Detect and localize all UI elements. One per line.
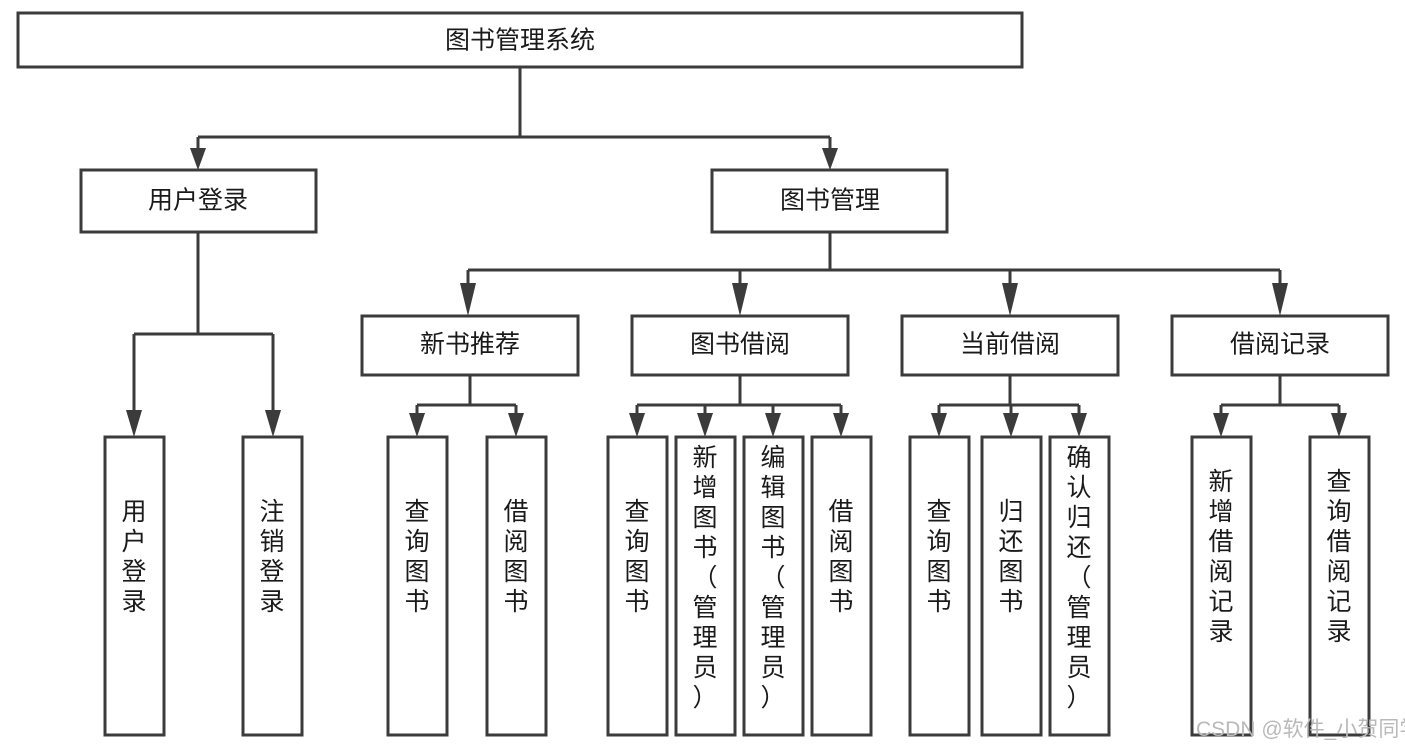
- node-leaf-query-record[interactable]: 查询借阅记录: [1308, 435, 1371, 737]
- node-leaf-user-login-box[interactable]: [103, 435, 166, 737]
- arrow-to-leaf-user-login: [126, 410, 142, 437]
- node-leaf-query-record-label: 查询借阅记录: [1326, 468, 1351, 646]
- node-leaf-query-book-cur-label: 查询图书: [926, 498, 951, 616]
- node-leaf-return-book[interactable]: 归还图书: [980, 435, 1043, 737]
- arrow-to-leaf-query-record: [1331, 413, 1347, 437]
- node-user-login-label: 用户登录: [148, 187, 248, 215]
- arrow-to-borrow-record: [1272, 283, 1288, 316]
- node-book-borrow[interactable]: 图书借阅: [630, 314, 850, 377]
- node-leaf-query-book-cur[interactable]: 查询图书: [908, 435, 971, 737]
- node-leaf-query-book-cur-box[interactable]: [908, 435, 971, 737]
- node-leaf-add-book-label: 新增图书（管理员）: [692, 444, 717, 712]
- arrow-to-leaf-confirm-return: [1071, 413, 1087, 437]
- node-borrow-record-box[interactable]: [1170, 314, 1390, 377]
- node-leaf-return-book-label: 归还图书: [998, 498, 1023, 616]
- node-leaf-confirm-return[interactable]: 确认归还（管理员）: [1048, 435, 1111, 737]
- arrow-to-leaf-query-book-rec: [409, 413, 425, 437]
- node-leaf-query-book-rec-label: 查询图书: [404, 498, 429, 616]
- node-leaf-add-book[interactable]: 新增图书（管理员）: [674, 435, 737, 737]
- node-root[interactable]: 图书管理系统: [16, 11, 1024, 69]
- arrow-to-leaf-query-book-cur: [931, 413, 947, 437]
- node-new-book-rec[interactable]: 新书推荐: [360, 314, 580, 377]
- arrow-to-leaf-query-book-bor: [629, 413, 645, 437]
- arrow-to-leaf-borrow-book-rec: [508, 413, 524, 437]
- arrow-to-user-login: [190, 148, 206, 170]
- node-leaf-add-book-box[interactable]: [674, 435, 737, 737]
- node-leaf-borrow-book-rec-label: 借阅图书: [503, 498, 528, 616]
- node-leaf-add-record-label: 新增借阅记录: [1208, 468, 1233, 646]
- node-leaf-user-login-label: 用户登录: [121, 498, 146, 616]
- node-leaf-edit-book-box[interactable]: [742, 435, 805, 737]
- node-borrow-record-label: 借阅记录: [1230, 331, 1330, 359]
- node-book-manage[interactable]: 图书管理: [710, 168, 949, 234]
- arrow-to-leaf-return-book: [1003, 413, 1019, 437]
- node-leaf-borrow-book-rec[interactable]: 借阅图书: [485, 435, 548, 737]
- csdn-watermark: CSDN @软件_小贺同学: [1196, 718, 1405, 741]
- node-current-borrow[interactable]: 当前借阅: [900, 314, 1120, 377]
- arrow-to-current-borrow: [1002, 283, 1018, 316]
- node-leaf-add-record[interactable]: 新增借阅记录: [1190, 435, 1253, 737]
- node-leaf-logout[interactable]: 注销登录: [241, 435, 304, 737]
- node-user-login-box[interactable]: [79, 168, 318, 234]
- node-root-box[interactable]: [16, 11, 1024, 69]
- node-leaf-query-book-rec-box[interactable]: [386, 435, 449, 737]
- node-leaf-query-book-bor[interactable]: 查询图书: [606, 435, 669, 737]
- connector-layer: [126, 67, 1347, 437]
- node-leaf-confirm-return-box[interactable]: [1048, 435, 1111, 737]
- node-leaf-borrow-book-rec-box[interactable]: [485, 435, 548, 737]
- node-leaf-borrow-book-bor-label: 借阅图书: [828, 498, 853, 616]
- node-current-borrow-box[interactable]: [900, 314, 1120, 377]
- arrow-to-book-manage: [822, 148, 838, 170]
- leaf-nodes: 用户登录 注销登录 查询图书 借阅图书 查询图书 新增图书（管理员）: [103, 435, 1371, 737]
- node-leaf-confirm-return-label: 确认归还（管理员）: [1066, 444, 1091, 712]
- node-leaf-edit-book[interactable]: 编辑图书（管理员）: [742, 435, 805, 737]
- node-leaf-query-record-box[interactable]: [1308, 435, 1371, 737]
- node-leaf-user-login[interactable]: 用户登录: [103, 435, 166, 737]
- node-leaf-logout-box[interactable]: [241, 435, 304, 737]
- node-root-label: 图书管理系统: [445, 27, 595, 55]
- node-leaf-query-book-bor-box[interactable]: [606, 435, 669, 737]
- arrow-to-leaf-add-record: [1213, 413, 1229, 437]
- node-leaf-add-record-box[interactable]: [1190, 435, 1253, 737]
- arrow-to-leaf-logout: [265, 410, 281, 437]
- node-borrow-record[interactable]: 借阅记录: [1170, 314, 1390, 377]
- node-current-borrow-label: 当前借阅: [960, 331, 1060, 359]
- node-new-book-rec-label: 新书推荐: [420, 331, 520, 359]
- arrow-to-leaf-borrow-book-bor: [833, 413, 849, 437]
- node-book-manage-label: 图书管理: [780, 187, 880, 215]
- node-book-manage-box[interactable]: [710, 168, 949, 234]
- node-user-login[interactable]: 用户登录: [79, 168, 318, 234]
- node-layer: 图书管理系统 用户登录 图书管理 新书推荐 图书借阅 当前借阅 借阅记录: [16, 11, 1390, 737]
- node-book-borrow-box[interactable]: [630, 314, 850, 377]
- arrow-to-book-borrow: [732, 283, 748, 316]
- node-leaf-query-book-bor-label: 查询图书: [624, 498, 649, 616]
- arrow-to-new-book-rec: [460, 283, 476, 316]
- node-leaf-logout-label: 注销登录: [259, 498, 284, 616]
- arrow-to-leaf-edit-book: [765, 413, 781, 437]
- node-leaf-edit-book-label: 编辑图书（管理员）: [760, 444, 785, 712]
- arrow-to-leaf-add-book: [697, 413, 713, 437]
- node-leaf-return-book-box[interactable]: [980, 435, 1043, 737]
- node-leaf-borrow-book-bor[interactable]: 借阅图书: [810, 435, 873, 737]
- node-leaf-query-book-rec[interactable]: 查询图书: [386, 435, 449, 737]
- node-leaf-borrow-book-bor-box[interactable]: [810, 435, 873, 737]
- node-new-book-rec-box[interactable]: [360, 314, 580, 377]
- node-book-borrow-label: 图书借阅: [690, 331, 790, 359]
